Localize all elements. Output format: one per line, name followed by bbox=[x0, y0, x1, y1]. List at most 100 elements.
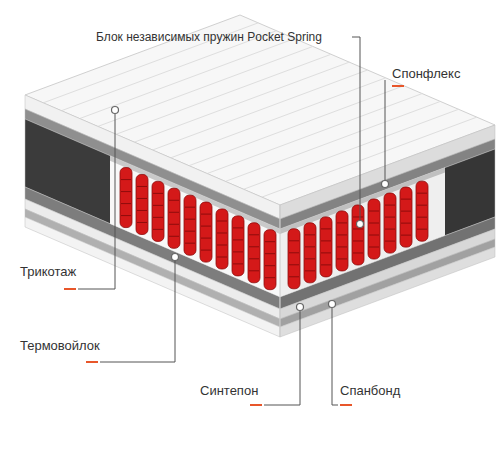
mattress-body bbox=[25, 15, 495, 337]
pocket-spring bbox=[304, 223, 316, 283]
spring-coil bbox=[265, 241, 275, 242]
spring-coil bbox=[217, 256, 227, 257]
leader-lines bbox=[78, 37, 385, 405]
label-dash bbox=[250, 404, 262, 406]
spring-coil bbox=[249, 258, 259, 259]
spring-coil bbox=[233, 263, 243, 264]
spring-coil bbox=[169, 236, 179, 237]
spring-coil bbox=[153, 205, 163, 206]
label-dash bbox=[86, 361, 98, 363]
spring-coil bbox=[337, 246, 347, 247]
pocket-spring bbox=[368, 199, 380, 259]
pocket-spring bbox=[320, 217, 332, 277]
spring-coil bbox=[265, 265, 275, 266]
label-dash bbox=[392, 85, 404, 87]
label-dash bbox=[64, 288, 76, 290]
leader-line bbox=[385, 80, 386, 180]
spring-coil bbox=[233, 251, 243, 252]
spring-coil bbox=[401, 211, 411, 212]
spring-coil bbox=[249, 246, 259, 247]
spring-coil bbox=[201, 250, 211, 251]
part-label: Синтепон bbox=[200, 383, 258, 399]
spring-coil bbox=[233, 239, 243, 240]
pocket-spring bbox=[288, 229, 300, 289]
quilt-line bbox=[153, 70, 368, 150]
quilt-line bbox=[134, 62, 349, 142]
spring-coil bbox=[233, 227, 243, 228]
spring-coil bbox=[169, 200, 179, 201]
spring-coil bbox=[153, 229, 163, 230]
label-dashes bbox=[64, 86, 404, 405]
spring-coil bbox=[185, 219, 195, 220]
spring-coil bbox=[417, 229, 427, 230]
pocket-spring bbox=[120, 168, 132, 228]
spring-coil bbox=[201, 238, 211, 239]
pocket-spring bbox=[352, 205, 364, 265]
spring-coil bbox=[401, 199, 411, 200]
part-label: Спонфлекс bbox=[392, 66, 460, 82]
pocket-spring bbox=[400, 187, 412, 247]
pocket-spring bbox=[216, 209, 228, 269]
leader-dots bbox=[112, 107, 389, 311]
pocket-spring bbox=[200, 202, 212, 262]
spring-coil bbox=[385, 217, 395, 218]
spring-coil bbox=[265, 253, 275, 254]
spring-coil bbox=[305, 258, 315, 259]
spring-coil bbox=[185, 243, 195, 244]
spring-coil bbox=[217, 220, 227, 221]
pocket-spring bbox=[136, 174, 148, 234]
foam-cut bbox=[110, 156, 280, 297]
spring-coil bbox=[137, 210, 147, 211]
spring-coil bbox=[217, 244, 227, 245]
leader-line bbox=[100, 261, 175, 362]
part-label: Спанбонд bbox=[340, 383, 400, 399]
pocket-spring bbox=[416, 181, 428, 241]
pocket-spring bbox=[232, 216, 244, 276]
spring-coil bbox=[289, 276, 299, 277]
spring-coil bbox=[353, 216, 363, 217]
spring-coil bbox=[353, 252, 363, 253]
leader-dot bbox=[382, 181, 389, 188]
spring-coil bbox=[337, 234, 347, 235]
label-dash bbox=[340, 404, 352, 406]
leader-line bbox=[78, 114, 115, 289]
spring-coil bbox=[385, 241, 395, 242]
quilt-line bbox=[98, 46, 313, 126]
spring-coil bbox=[369, 247, 379, 248]
spring-coil bbox=[153, 217, 163, 218]
pocket-spring bbox=[152, 181, 164, 241]
spring-coil bbox=[417, 193, 427, 194]
spring-coil bbox=[369, 235, 379, 236]
spring-coil bbox=[401, 235, 411, 236]
spring-coil bbox=[169, 224, 179, 225]
quilt-line bbox=[207, 94, 422, 174]
spring-coil bbox=[185, 207, 195, 208]
spring-coil bbox=[305, 246, 315, 247]
spring-coil bbox=[305, 270, 315, 271]
spring-coil bbox=[121, 191, 131, 192]
leader-line bbox=[352, 37, 360, 220]
part-label: Термовойлок bbox=[20, 338, 100, 354]
corner-edge bbox=[280, 205, 281, 337]
leader-dot bbox=[329, 301, 336, 308]
pocket-spring bbox=[248, 223, 260, 283]
spring-coil bbox=[249, 234, 259, 235]
spring-coil bbox=[385, 205, 395, 206]
spring-coil bbox=[153, 193, 163, 194]
quilt-line bbox=[189, 86, 404, 166]
leader-dot bbox=[172, 254, 179, 261]
pocket-spring bbox=[168, 188, 180, 248]
foam-cut bbox=[280, 168, 445, 297]
leader-line bbox=[332, 308, 338, 405]
pocket-spring bbox=[184, 195, 196, 255]
leader-dot bbox=[112, 107, 119, 114]
spring-coil bbox=[185, 231, 195, 232]
leader-dot bbox=[297, 304, 304, 311]
spring-coil bbox=[401, 223, 411, 224]
pocket-spring bbox=[264, 230, 276, 290]
spring-coil bbox=[169, 212, 179, 213]
spring-coil bbox=[289, 252, 299, 253]
spring-coil bbox=[353, 240, 363, 241]
